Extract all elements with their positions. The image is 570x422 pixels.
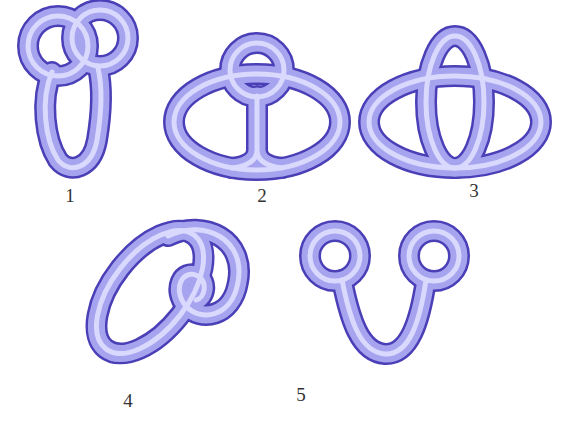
figure-number: 2 [257, 186, 267, 205]
tube-outline [28, 10, 541, 372]
tube-body [28, 10, 541, 372]
figure-number: 4 [123, 391, 133, 410]
figure-number: 1 [65, 186, 75, 205]
tube-highlight [28, 10, 541, 372]
figure-number: 5 [296, 385, 306, 404]
figure-number: 3 [469, 181, 479, 200]
